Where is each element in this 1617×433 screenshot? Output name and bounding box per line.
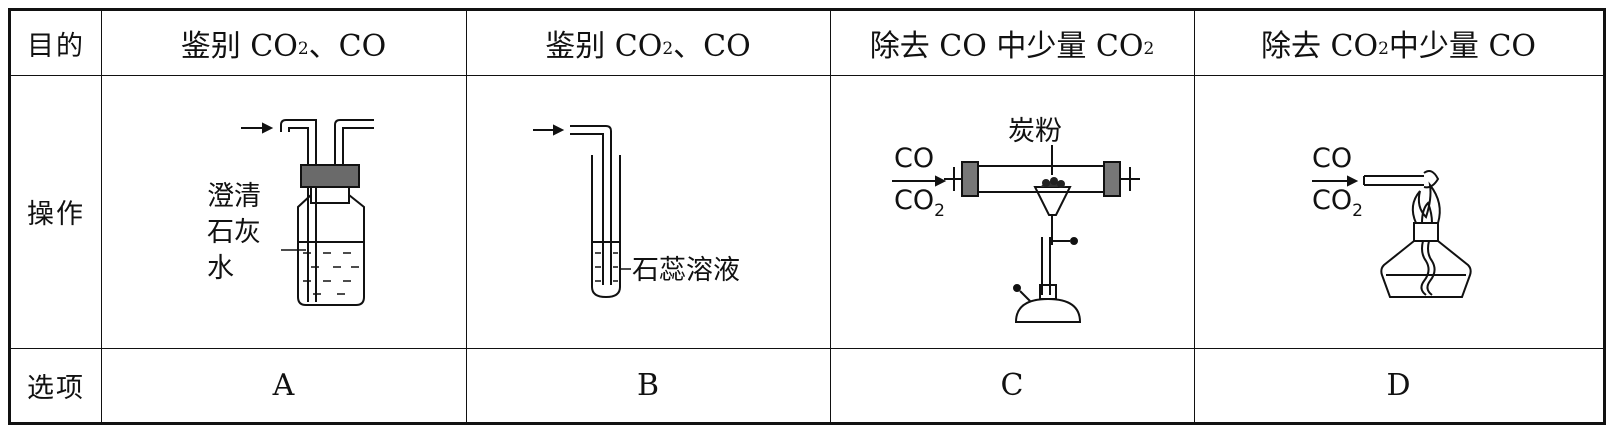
- purpose-row-header: 目的: [27, 30, 85, 62]
- row-divider: [11, 75, 1603, 76]
- option-row-header: 选项: [27, 372, 85, 404]
- option-a: A: [272, 367, 295, 403]
- option-c: C: [1000, 367, 1024, 403]
- fig-a-label-line2: 石灰: [207, 217, 261, 248]
- fig-d-gas1: CO: [1312, 143, 1352, 174]
- fig-d-gas2: CO2: [1312, 185, 1363, 221]
- operation-row-header: 操作: [27, 199, 85, 230]
- col-divider: [830, 11, 831, 422]
- fig-c-top-label: 炭粉: [1008, 116, 1062, 147]
- col-divider: [466, 11, 467, 422]
- figure-a-wash-bottle: 澄清 石灰 水: [207, 119, 374, 306]
- fig-a-label-line1: 澄清: [207, 181, 261, 212]
- col-divider: [101, 11, 102, 422]
- figure-b-test-tube: 石蕊溶液: [533, 124, 740, 299]
- fig-c-gas1: CO: [894, 143, 934, 174]
- col-divider: [1194, 11, 1195, 422]
- option-b: B: [636, 367, 660, 403]
- fig-c-gas2: CO2: [894, 185, 945, 221]
- fig-b-label: 石蕊溶液: [632, 255, 740, 286]
- figure-c-combustion-tube: 炭粉 CO CO2: [892, 116, 1140, 323]
- figure-d-alcohol-lamp: CO CO2: [1312, 143, 1472, 298]
- fig-a-label-line3: 水: [207, 253, 234, 284]
- option-d: D: [1386, 367, 1411, 403]
- row-divider: [11, 348, 1603, 349]
